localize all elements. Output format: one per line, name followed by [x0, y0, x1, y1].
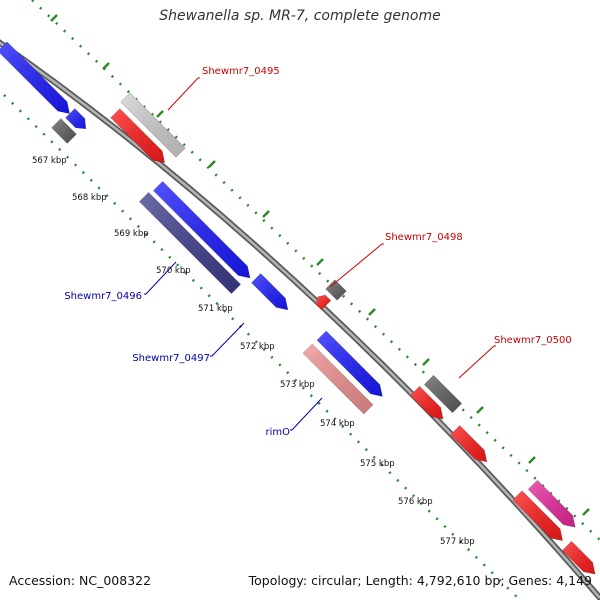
gene-grey-inner-feature[interactable]: [51, 118, 77, 144]
gene-labels: Shewmr7_0495Shewmr7_0498Shewmr7_0500Shew…: [64, 66, 571, 438]
gene-grey-small-feature[interactable]: [325, 279, 347, 301]
kbp-tick-label: 575 kbp: [360, 459, 395, 469]
kbp-tick-label: 567 kbp: [32, 156, 67, 166]
kbp-tick-label: 573 kbp: [280, 380, 315, 390]
gene-features: [0, 41, 596, 575]
outer-major-tick: [368, 308, 376, 316]
backbone-shadow: [0, 39, 600, 600]
gene-red-feature-3[interactable]: [512, 490, 563, 541]
gene-lightgrey-feature[interactable]: [120, 92, 186, 158]
kbp-tick-label: 574 kbp: [320, 419, 355, 429]
gene-label-shewmr7-0495[interactable]: Shewmr7_0495: [202, 66, 280, 77]
kbp-tick-label: 572 kbp: [240, 342, 275, 352]
outer-major-tick: [102, 62, 110, 70]
gene-shewmr7-0497-feature[interactable]: [138, 191, 242, 295]
outer-major-tick: [50, 14, 58, 22]
leader-shewmr7-0500: [458, 345, 496, 379]
leader-rimo: [290, 397, 323, 431]
gene-label-rimo[interactable]: rimO: [265, 427, 290, 438]
outer-major-tick: [316, 258, 324, 266]
gene-rimo-feature[interactable]: [302, 343, 374, 415]
kbp-tick-label: 568 kbp: [72, 193, 107, 203]
kbp-tick-labels: 567 kbp 568 kbp 569 kbp 570 kbp 571 kbp 572 k…: [32, 156, 475, 547]
gene-magenta-feature[interactable]: [527, 479, 576, 528]
tick-guides: [3, 0, 600, 600]
kbp-tick-label: 569 kbp: [114, 229, 149, 239]
outer-major-tick: [156, 110, 164, 118]
outer-major-tick: [476, 406, 484, 414]
gene-grey-feature[interactable]: [423, 374, 463, 414]
label-leader-lines: [144, 77, 496, 431]
genome-backbone: [0, 39, 600, 600]
outer-tick-guide: [31, 0, 600, 541]
topology-summary: Topology: circular; Length: 4,792,610 bp…: [248, 573, 592, 588]
gene-label-shewmr7-0498[interactable]: Shewmr7_0498: [385, 232, 463, 243]
gene-red-feature-2[interactable]: [450, 425, 488, 463]
leader-shewmr7-0497: [210, 322, 245, 357]
gene-red-feature[interactable]: [409, 385, 444, 420]
outer-major-tick: [582, 508, 590, 516]
gene-red-feature-4[interactable]: [561, 540, 596, 575]
kbp-tick-label: 571 kbp: [198, 304, 233, 314]
gene-blue-rimo-feature[interactable]: [316, 330, 383, 397]
gene-blue-feature[interactable]: [0, 41, 70, 114]
leader-shewmr7-0496: [144, 261, 177, 295]
gene-blue-small-feature[interactable]: [65, 108, 87, 130]
gene-shewmr7-0498-feature[interactable]: [315, 294, 332, 311]
gene-label-shewmr7-0497[interactable]: Shewmr7_0497: [132, 353, 210, 364]
backbone-line: [0, 41, 600, 599]
outer-major-tick: [422, 358, 430, 366]
gene-label-shewmr7-0496[interactable]: Shewmr7_0496: [64, 291, 142, 302]
outer-major-tick: [262, 210, 270, 218]
map-title: Shewanella sp. MR-7, complete genome: [159, 8, 441, 24]
leader-shewmr7-0498: [329, 243, 384, 288]
gene-blue-inner-feature[interactable]: [251, 273, 289, 311]
gene-shewmr7-0496-feature[interactable]: [152, 180, 251, 279]
leader-shewmr7-0495: [167, 77, 200, 111]
gene-shewmr7-0495-feature[interactable]: [110, 108, 166, 164]
outer-major-tick: [208, 160, 216, 168]
outer-major-tick: [528, 456, 536, 464]
gene-label-shewmr7-0500[interactable]: Shewmr7_0500: [494, 335, 572, 346]
kbp-tick-label: 570 kbp: [156, 266, 191, 276]
kbp-tick-label: 577 kbp: [440, 537, 475, 547]
kbp-tick-label: 576 kbp: [398, 497, 433, 507]
accession-text: Accession: NC_008322: [9, 573, 152, 588]
